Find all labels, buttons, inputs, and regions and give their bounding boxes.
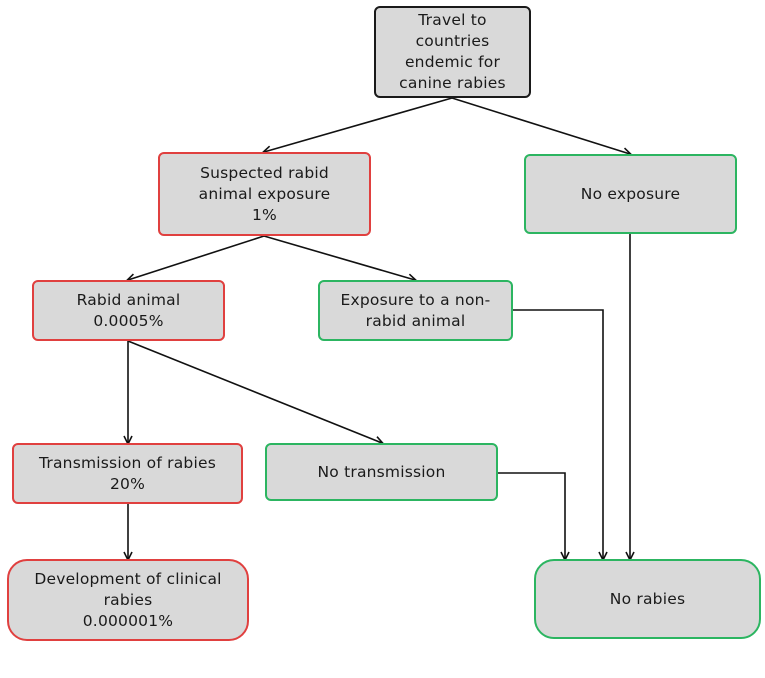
node-no-exposure: No exposure bbox=[524, 154, 737, 234]
node-non-rabid-exposure: Exposure to a non- rabid animal bbox=[318, 280, 513, 341]
edge-non-rabid-to-no-rabies bbox=[513, 309, 603, 559]
node-transmission: Transmission of rabies 20% bbox=[12, 443, 243, 504]
edge-suspected-to-non-rabid bbox=[263, 235, 415, 280]
edge-travel-to-suspected bbox=[264, 97, 453, 152]
edge-suspected-to-rabid bbox=[128, 235, 265, 280]
node-travel: Travel to countries endemic for canine r… bbox=[374, 6, 531, 98]
node-suspected-exposure: Suspected rabid animal exposure 1% bbox=[158, 152, 371, 236]
edge-rabid-to-no-transmission bbox=[127, 340, 382, 443]
node-clinical-rabies: Development of clinical rabies 0.000001% bbox=[7, 559, 249, 641]
node-rabid-animal: Rabid animal 0.0005% bbox=[32, 280, 225, 341]
node-no-transmission: No transmission bbox=[265, 443, 498, 501]
node-no-rabies: No rabies bbox=[534, 559, 761, 639]
edge-no-transmission-to-no-rabies bbox=[498, 472, 565, 559]
edge-travel-to-no-exposure bbox=[451, 97, 630, 154]
